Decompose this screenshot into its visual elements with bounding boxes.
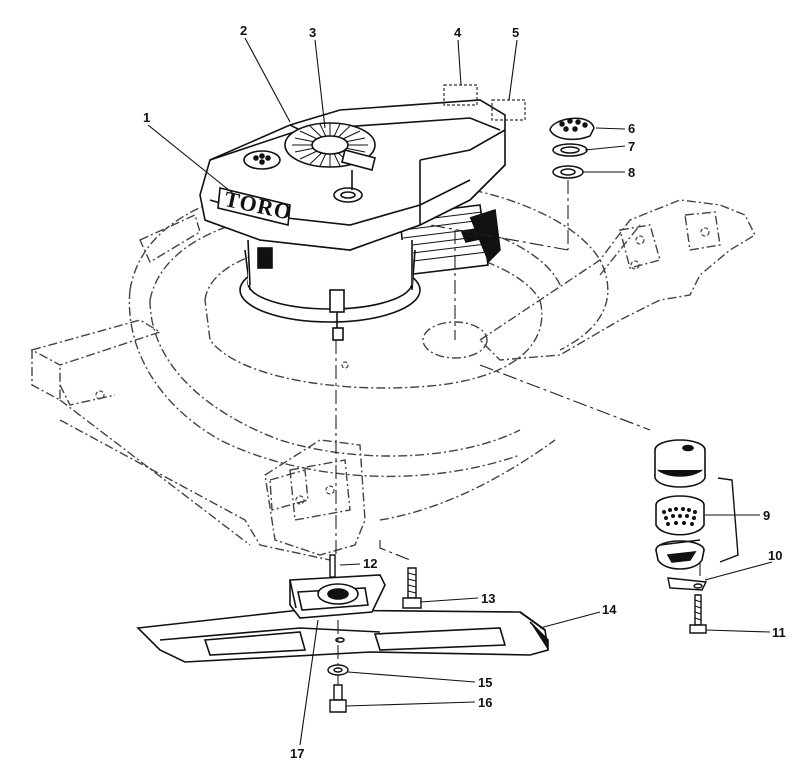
blade-adapter-part-17: [289, 574, 386, 619]
cap-part-6: [549, 117, 595, 141]
callout-12: 12: [363, 556, 377, 571]
tab-washer-part-10: [667, 577, 708, 591]
washer-part-8: [552, 165, 584, 179]
muffler-top: [654, 439, 706, 488]
callout-16: 16: [478, 695, 492, 710]
callout-5: 5: [512, 25, 519, 40]
callout-3: 3: [309, 25, 316, 40]
muffler-screen: [655, 495, 705, 536]
gas-cap: [243, 150, 281, 170]
air-cleaner-cap-group: [549, 117, 595, 179]
crankcase-flange: [239, 239, 421, 341]
recoil-starter: [284, 122, 376, 171]
callout-1: 1: [143, 110, 150, 125]
key-part-12: [329, 554, 336, 578]
callout-10: 10: [768, 548, 782, 563]
callout-17: 17: [290, 746, 304, 761]
alignment-lines: [335, 180, 701, 685]
bolt-part-13: [402, 567, 422, 609]
callout-6: 6: [628, 121, 635, 136]
bolt-part-16: [329, 684, 347, 713]
callout-9: 9: [763, 508, 770, 523]
callout-13: 13: [481, 591, 495, 606]
washer-part-15: [327, 664, 349, 676]
callout-4: 4: [454, 25, 462, 40]
gasket-part-7: [552, 143, 588, 157]
callout-11: 11: [772, 625, 786, 640]
mower-deck-phantom: [30, 177, 756, 561]
oil-fill-cap: [333, 170, 363, 203]
callout-7: 7: [628, 139, 635, 154]
blade-part-14: [136, 609, 549, 663]
leader-lines: [147, 37, 773, 746]
decal-part-5: [491, 99, 526, 121]
muffler-assembly-part-9: [654, 439, 706, 570]
engine-assembly: TORO: [199, 99, 506, 341]
callout-14: 14: [602, 602, 617, 617]
callout-8: 8: [628, 165, 635, 180]
callout-2: 2: [240, 23, 247, 38]
part-9-bracket: [717, 477, 739, 563]
callout-labels: 1 2 3 4 5 6 7 8 9 10 11 12 13 14 15 16 1…: [143, 23, 786, 761]
callout-15: 15: [478, 675, 492, 690]
deck-mount-holes: [95, 227, 710, 505]
muffler-base: [655, 539, 705, 570]
bolt-part-11: [689, 594, 707, 634]
